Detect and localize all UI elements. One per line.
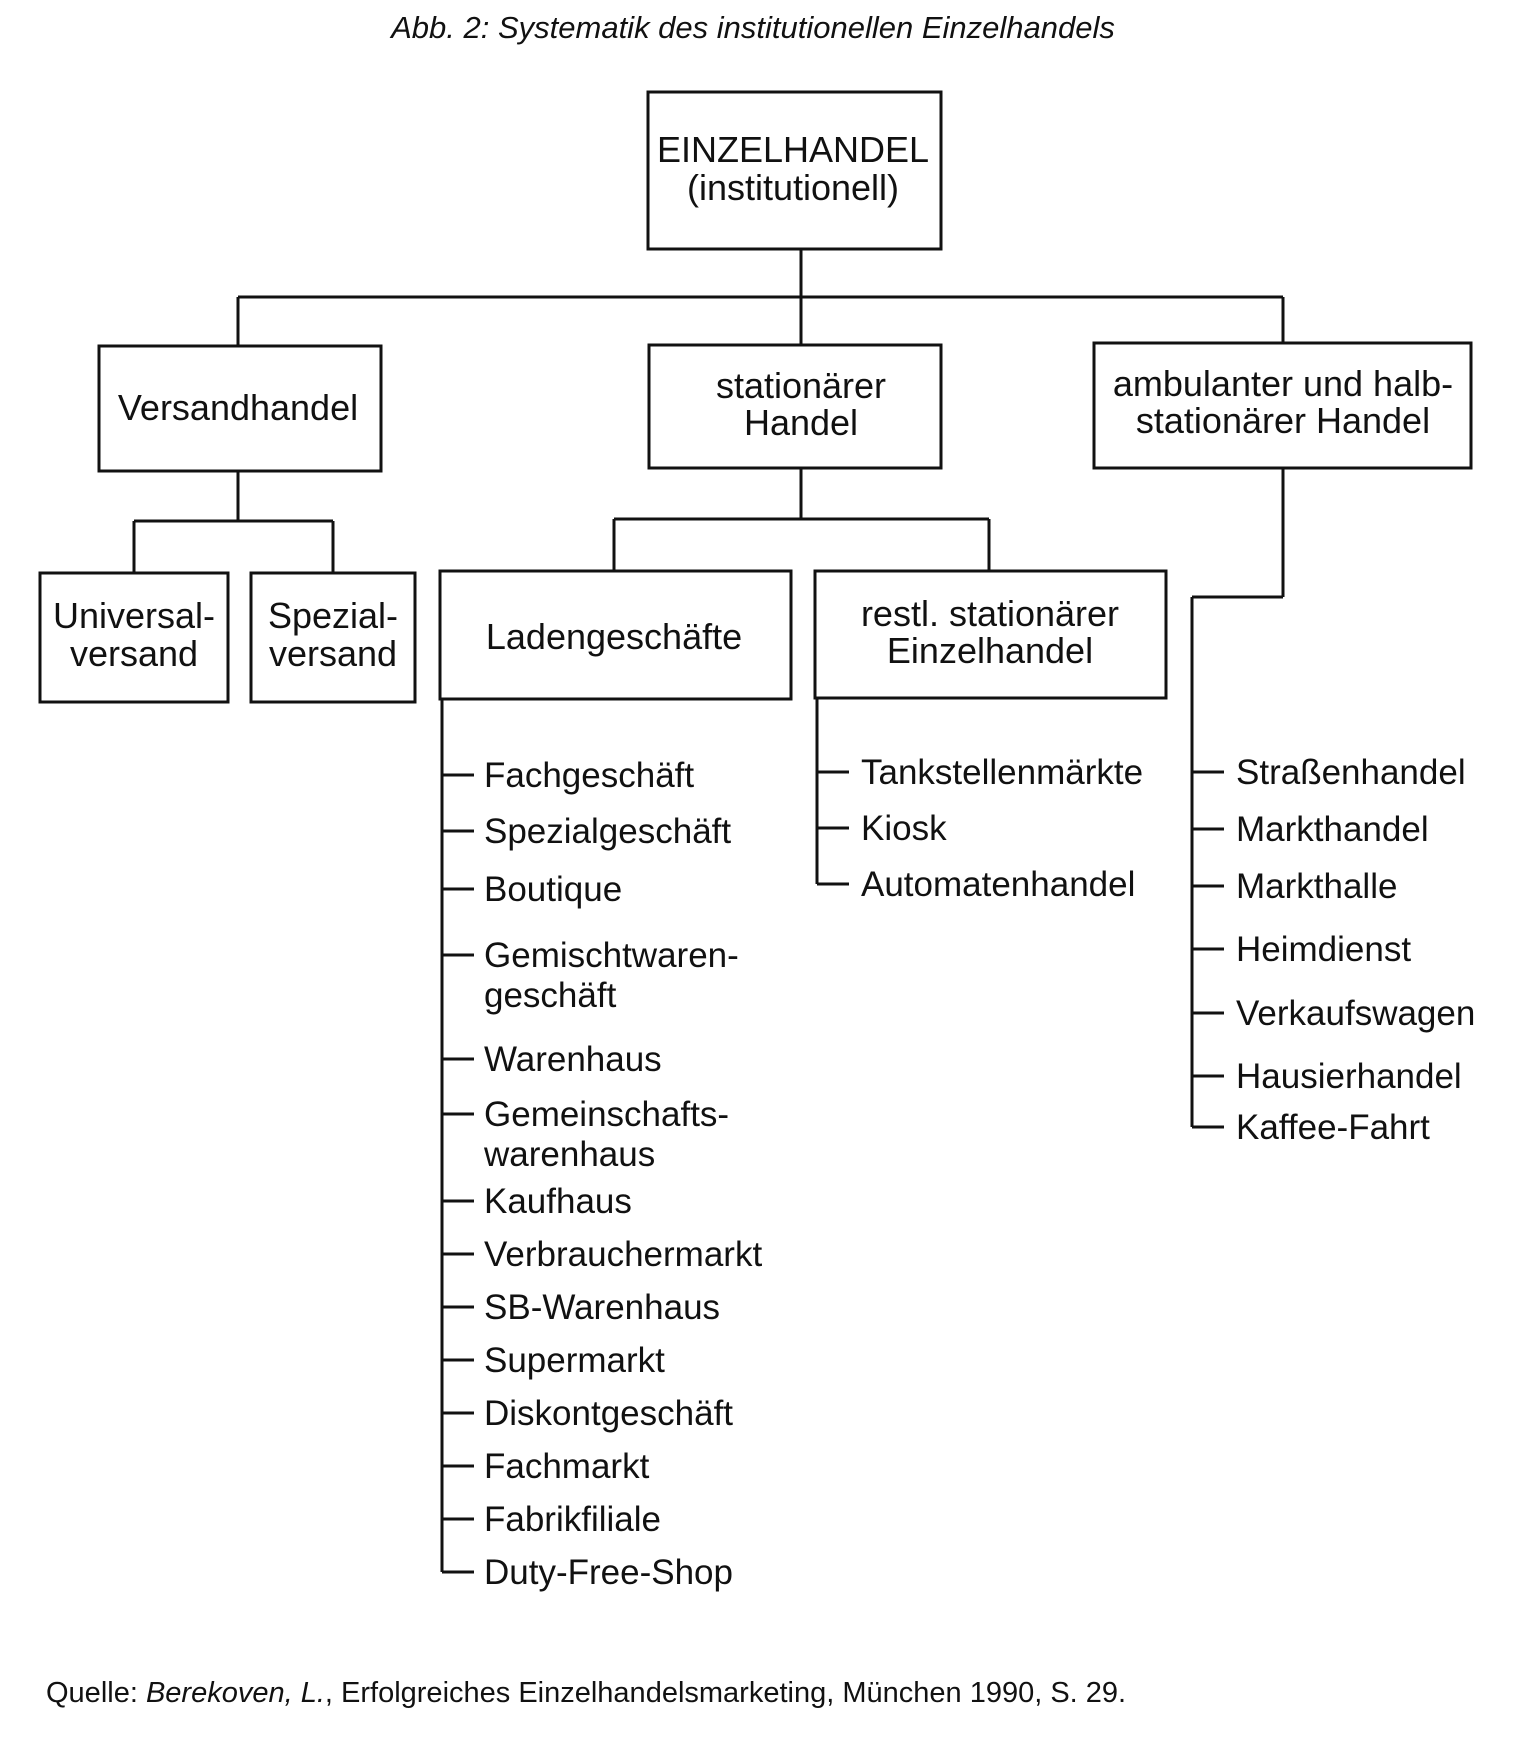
root-subtitle: (institutionell) xyxy=(687,167,899,208)
list-item: Diskontgeschäft xyxy=(484,1394,733,1433)
versandhandel-node: Versandhandel xyxy=(97,344,383,473)
ladengeschaefte-list: FachgeschäftSpezialgeschäftBoutiqueGemis… xyxy=(440,699,762,1592)
list-item: Verbrauchermarkt xyxy=(484,1235,762,1274)
restl-label-line1: restl. stationärer xyxy=(861,593,1119,634)
diagram-title: Abb. 2: Systematik des institutionellen … xyxy=(389,10,1115,45)
list-item: Duty-Free-Shop xyxy=(484,1553,733,1592)
source-rest: , Erfolgreiches Einzelhandelsmarketing, … xyxy=(325,1677,1126,1709)
list-item: Boutique xyxy=(484,870,622,909)
ambulant-label-line2: stationärer Handel xyxy=(1136,400,1430,441)
list-item: Fachmarkt xyxy=(484,1447,650,1486)
root-title: EINZELHANDEL xyxy=(657,129,929,170)
versandhandel-label: Versandhandel xyxy=(118,387,358,428)
list-item: Gemischtwaren-geschäft xyxy=(484,936,739,1015)
list-item: Markthalle xyxy=(1236,867,1397,906)
source-author: Berekoven, L. xyxy=(146,1677,325,1709)
ladengeschaefte-label: Ladengeschäfte xyxy=(486,616,742,657)
list-item: Kaffee-Fahrt xyxy=(1236,1108,1430,1147)
list-item: Fabrikfiliale xyxy=(484,1500,661,1539)
source-prefix: Quelle: xyxy=(46,1677,146,1709)
spezialversand-line1: Spezial- xyxy=(268,595,398,636)
list-item: Hausierhandel xyxy=(1236,1057,1462,1096)
list-item: Kaufhaus xyxy=(484,1182,632,1221)
restl-node: restl. stationärer Einzelhandel xyxy=(813,569,1168,700)
connectors xyxy=(132,249,1285,599)
list-item: Straßenhandel xyxy=(1236,753,1466,792)
list-item: Fachgeschäft xyxy=(484,756,694,795)
universalversand-line1: Universal- xyxy=(53,595,215,636)
root-node: EINZELHANDEL (institutionell) xyxy=(646,90,943,251)
list-item: Warenhaus xyxy=(484,1040,662,1079)
ladengeschaefte-node: Ladengeschäfte xyxy=(438,569,793,701)
ambulant-label-line1: ambulanter und halb- xyxy=(1113,363,1453,404)
list-item: Spezialgeschäft xyxy=(484,812,731,851)
list-item: Tankstellenmärkte xyxy=(861,753,1143,792)
ambulant-node: ambulanter und halb- stationärer Handel xyxy=(1092,341,1473,470)
list-item: Gemeinschafts-warenhaus xyxy=(483,1095,729,1174)
list-item: Heimdienst xyxy=(1236,930,1411,969)
list-item: SB-Warenhaus xyxy=(484,1288,720,1327)
universalversand-line2: versand xyxy=(70,633,198,674)
list-item: Verkaufswagen xyxy=(1236,994,1475,1033)
universalversand-node: Universal- versand xyxy=(38,571,230,704)
stationaer-label-line1: stationärer xyxy=(716,365,886,406)
list-item: Markthandel xyxy=(1236,810,1429,849)
spezialversand-node: Spezial- versand xyxy=(249,571,417,704)
stationaer-node: stationärer Handel xyxy=(647,343,943,470)
restl-label-line2: Einzelhandel xyxy=(887,630,1093,671)
stationaer-label-line2: Handel xyxy=(744,402,858,443)
list-item: Supermarkt xyxy=(484,1341,665,1380)
ambulant-list: StraßenhandelMarkthandelMarkthalleHeimdi… xyxy=(1190,597,1475,1147)
list-item: Automatenhandel xyxy=(861,865,1135,904)
source-citation: Quelle: Berekoven, L., Erfolgreiches Ein… xyxy=(46,1677,1126,1709)
list-item: Kiosk xyxy=(861,809,947,848)
spezialversand-line2: versand xyxy=(269,633,397,674)
